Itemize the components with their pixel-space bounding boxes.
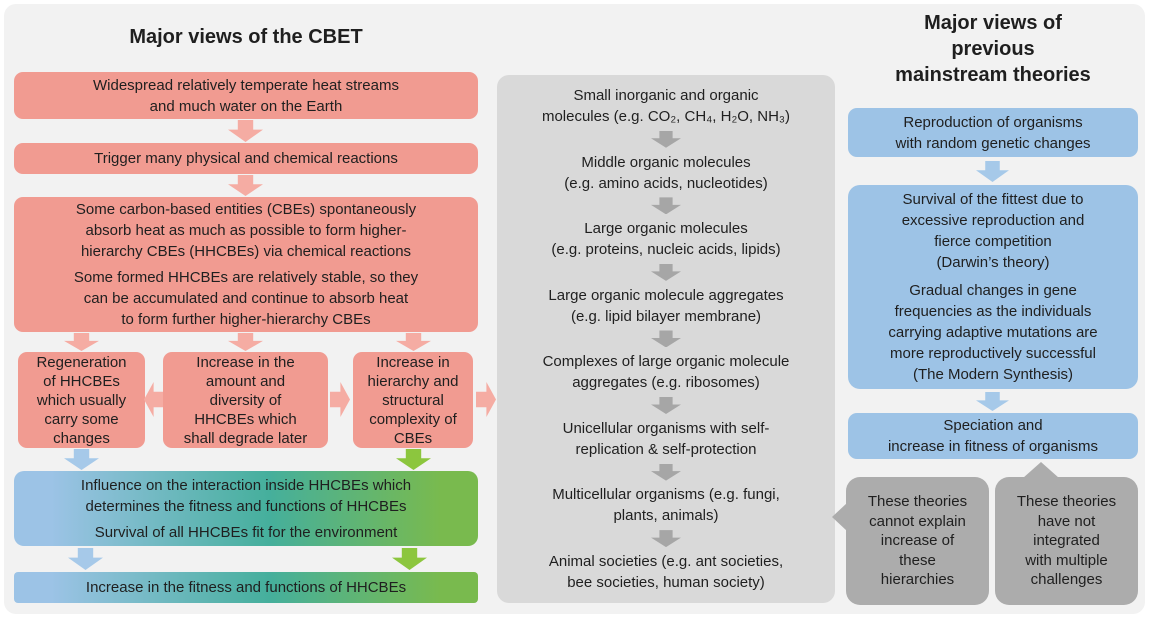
- influence-survival-box: Influence on the interaction inside HHCB…: [14, 471, 478, 546]
- regeneration-box: Regeneration of HHCBEs which usually car…: [18, 352, 145, 448]
- reproduction-box: Reproduction of organisms with random ge…: [848, 108, 1138, 157]
- stage-unicellular-organisms: Unicellular organisms with self- replica…: [562, 419, 770, 458]
- influence-paragraph: Influence on the interaction inside HHCB…: [80, 476, 412, 515]
- hierarchy-complexity-box: Increase in hierarchy and structural com…: [353, 352, 473, 448]
- hierarchy-panel: Small inorganic and organic molecules (e…: [497, 75, 835, 603]
- cbe-formation-box: Some carbon-based entities (CBEs) sponta…: [14, 197, 478, 332]
- left-column-title: Major views of the CBET: [129, 26, 363, 48]
- stage-large-molecules: Large organic molecules (e.g. proteins, …: [551, 220, 781, 259]
- cbe-formation-paragraph-1: Some carbon-based entities (CBEs) sponta…: [75, 201, 417, 260]
- stage-middle-molecules: Middle organic molecules (e.g. amino aci…: [564, 153, 768, 192]
- survival-fittest-box: Survival of the fittest due to excessive…: [848, 185, 1138, 389]
- survival-paragraph: Survival of all HHCBEs fit for the envir…: [94, 523, 398, 541]
- stage-small-molecules: Small inorganic and organic molecules (e…: [541, 87, 791, 125]
- gray-down-arrow-icon: [651, 330, 681, 348]
- bubble-not-integrated: These theories have not integrated with …: [995, 477, 1138, 605]
- gray-down-arrow-icon: [651, 397, 681, 415]
- stage-multicellular-organisms: Multicellular organisms (e.g. fungi, pla…: [552, 486, 780, 525]
- stage-animal-societies: Animal societies (e.g. ant societies, be…: [548, 552, 784, 591]
- cbe-formation-paragraph-2: Some formed HHCBEs are relatively stable…: [73, 269, 419, 328]
- gray-down-arrow-icon: [651, 530, 681, 548]
- fitness-increase-box: Increase in the fitness and functions of…: [14, 572, 478, 603]
- gray-down-arrow-icon: [651, 130, 681, 148]
- stage-molecule-aggregates: Large organic molecule aggregates (e.g. …: [548, 286, 784, 325]
- gray-down-arrow-icon: [651, 197, 681, 215]
- right-column-title: Major views of previous mainstream theor…: [895, 12, 1091, 86]
- modern-synthesis-paragraph: Gradual changes in gene frequencies as t…: [888, 282, 1098, 383]
- stage-aggregate-complexes: Complexes of large organic molecule aggr…: [542, 353, 790, 392]
- bubble-cannot-explain: These theories cannot explain increase o…: [846, 477, 989, 605]
- trigger-reactions-box: Trigger many physical and chemical react…: [14, 143, 478, 174]
- speciation-box: Speciation and increase in fitness of or…: [848, 413, 1138, 459]
- amount-diversity-box: Increase in the amount and diversity of …: [163, 352, 328, 448]
- gray-down-arrow-icon: [651, 463, 681, 481]
- darwin-paragraph: Survival of the fittest due to excessive…: [901, 191, 1085, 271]
- heat-streams-box: Widespread relatively temperate heat str…: [14, 72, 478, 119]
- gray-down-arrow-icon: [651, 263, 681, 281]
